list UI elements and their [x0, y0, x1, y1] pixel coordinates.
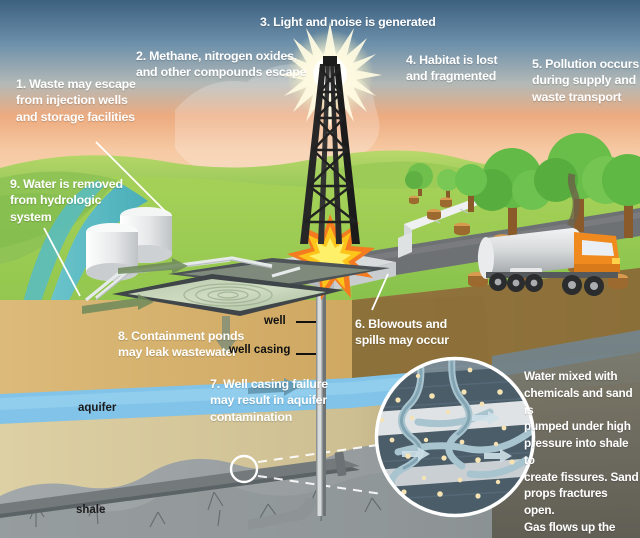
- label-shale: shale: [76, 504, 106, 516]
- drill-rig-tower: [278, 22, 382, 244]
- white-leader-lines: [43, 141, 389, 311]
- river: [40, 183, 148, 363]
- callout-3-light-noise: 3. Light and noise is generated: [260, 15, 436, 29]
- description-panel-backdrop: [492, 330, 640, 538]
- label-well-casing: well casing: [229, 344, 291, 356]
- inset-description-text: Water mixed with chemicals and sand is p…: [524, 369, 639, 538]
- callout-1-waste-escape: 1. Waste may escape from injection wells…: [16, 77, 136, 124]
- magnifier-target-circle: [229, 454, 259, 484]
- callout-8-containment-ponds: 8. Containment ponds may leak wastewater: [118, 329, 245, 360]
- callout-5-pollution-transport: 5. Pollution occurs during supply and wa…: [532, 57, 640, 104]
- callout-4-habitat-lost: 4. Habitat is lost and fragmented: [406, 53, 498, 84]
- water-flow-arrows: [82, 258, 188, 314]
- callout-6-blowouts-spills: 6. Blowouts and spills may occur: [355, 317, 449, 348]
- magnifier-connector: [257, 444, 383, 495]
- callout-9-water-removed: 9. Water is removed from hydrologic syst…: [10, 177, 123, 224]
- trees: [405, 133, 640, 238]
- aquifer-flow-arrow: [248, 378, 300, 396]
- leader-lines-well: [296, 321, 316, 355]
- tanker-truck: [477, 173, 620, 296]
- fracture-magnifier-inset: [374, 356, 536, 518]
- callout-7-casing-failure: 7. Well casing failure may result in aqu…: [210, 377, 328, 424]
- label-aquifer: aquifer: [78, 402, 117, 414]
- callout-2-methane-escape: 2. Methane, nitrogen oxides, and other c…: [136, 49, 307, 80]
- label-well: well: [264, 315, 286, 327]
- pond-leak-arrow: [216, 316, 236, 354]
- horizontal-well-pipe: [0, 451, 360, 518]
- well-bore: [248, 272, 326, 530]
